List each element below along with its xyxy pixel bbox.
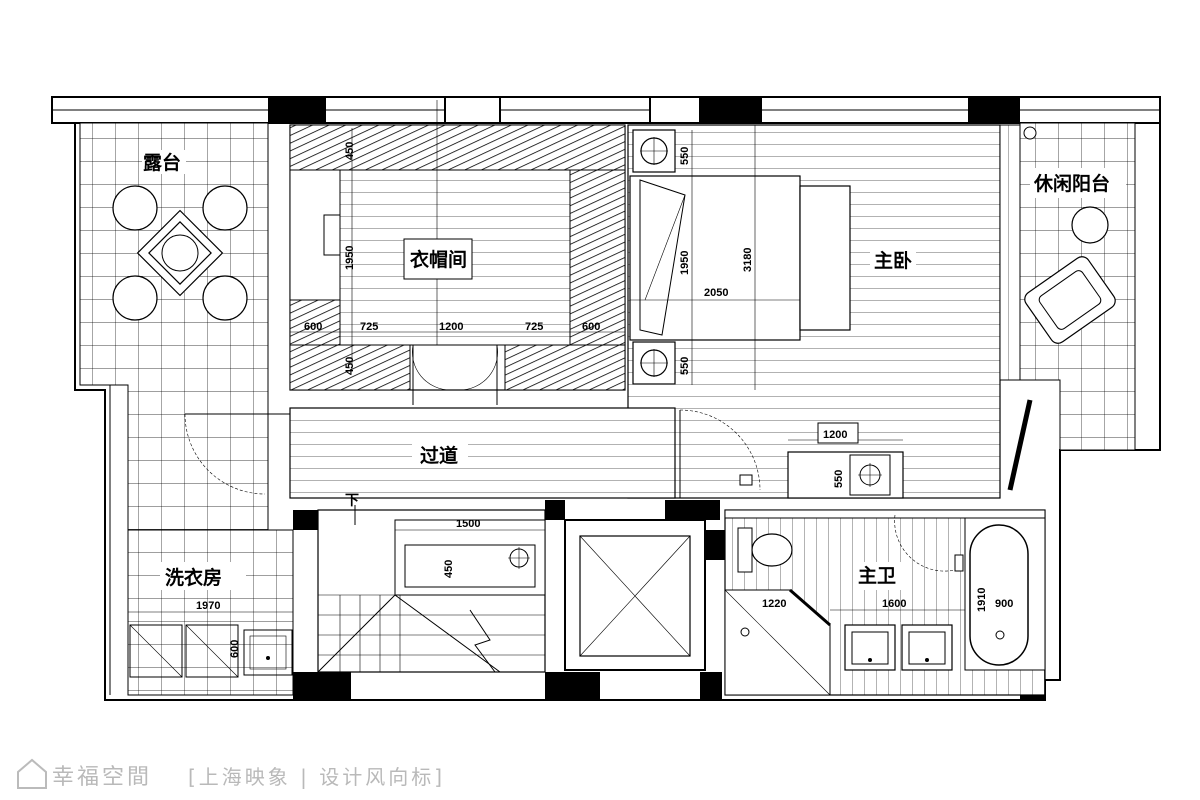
- dim-nightstand-bottom: 550: [679, 357, 691, 375]
- dim-closet-1200: 1200: [439, 321, 463, 333]
- leisure-balcony: 休闲阳台: [999, 122, 1136, 491]
- dim-laundry-depth: 600: [229, 640, 241, 658]
- laundry-room: 洗衣房 1970 600: [127, 529, 294, 696]
- dim-vanity-width: 1600: [882, 598, 906, 610]
- room-label-leisure-balcony: 休闲阳台: [1033, 172, 1110, 195]
- watermark-brand: 幸福空間: [52, 765, 152, 790]
- room-label-master-bath: 主卫: [858, 565, 896, 587]
- washer-icon: [129, 624, 183, 678]
- dim-stair-counter-width: 1500: [456, 518, 480, 530]
- dim-nightstand-top: 550: [679, 147, 691, 165]
- dim-bed-total: 3180: [742, 248, 754, 272]
- sink-icon: [844, 624, 896, 671]
- outlet-icon: [1023, 126, 1037, 140]
- bathtub-icon: [964, 517, 1046, 671]
- stair-label-down: 下: [345, 493, 359, 509]
- dim-closet-bottom: 450: [344, 357, 356, 375]
- terrace-area: 露台: [79, 122, 269, 531]
- room-label-terrace: 露台: [143, 151, 181, 174]
- dim-closet-height: 1950: [344, 246, 356, 270]
- room-label-corridor: 过道: [420, 444, 458, 467]
- side-table-icon: [1071, 206, 1109, 244]
- dim-bed-length: 1950: [679, 251, 691, 275]
- home-logo-icon: [17, 758, 47, 789]
- lounge-chair-icon: [1024, 256, 1116, 344]
- sink-icon: [901, 624, 953, 671]
- dim-desk-depth: 550: [833, 470, 845, 488]
- room-label-master-bedroom: 主卧: [874, 250, 912, 272]
- dim-laundry-width: 1970: [196, 600, 220, 612]
- watermark-credit: [上海映象 | 设计风向标]: [188, 765, 445, 789]
- room-label-laundry: 洗衣房: [165, 566, 222, 589]
- master-bathroom: 1220 主卫 1600 1910 900: [724, 509, 1046, 696]
- dim-tub-length: 1910: [976, 588, 988, 612]
- dim-shower-width: 1220: [762, 598, 786, 610]
- laundry-sink-icon: [243, 629, 293, 676]
- dim-tub-width: 900: [995, 598, 1013, 610]
- bed-icon: [629, 175, 851, 341]
- toilet-icon: [737, 527, 793, 573]
- dim-closet-left: 600: [304, 321, 322, 333]
- dim-closet-right: 600: [582, 321, 600, 333]
- elevator: [545, 500, 720, 671]
- master-bedroom: 550 1950 3180 2050 550 主卧 1200 550: [627, 124, 1001, 499]
- dim-closet-725a: 725: [360, 321, 378, 333]
- staircase: 下 1500 450: [317, 493, 546, 673]
- nightstand-lamp-icon: [632, 129, 676, 173]
- dim-bed-width: 2050: [704, 287, 728, 299]
- structural-columns: [293, 510, 725, 560]
- room-label-closet: 衣帽间: [410, 248, 467, 271]
- watermark: 幸福空間 [上海映象 | 设计风向标]: [17, 758, 445, 790]
- nightstand-lamp-icon: [632, 341, 676, 385]
- dim-stair-counter-depth: 450: [443, 560, 455, 578]
- dim-closet-top: 450: [344, 142, 356, 160]
- desk-icon: 1200 550: [787, 422, 904, 499]
- patio-table-icon: [112, 185, 248, 321]
- dim-desk-width: 1200: [823, 429, 847, 441]
- walk-in-closet: 衣帽间 450 1950 600 725 1200 725 600 450: [289, 100, 626, 405]
- dryer-icon: [185, 624, 239, 678]
- corridor: 过道: [184, 407, 676, 499]
- dim-closet-725b: 725: [525, 321, 543, 333]
